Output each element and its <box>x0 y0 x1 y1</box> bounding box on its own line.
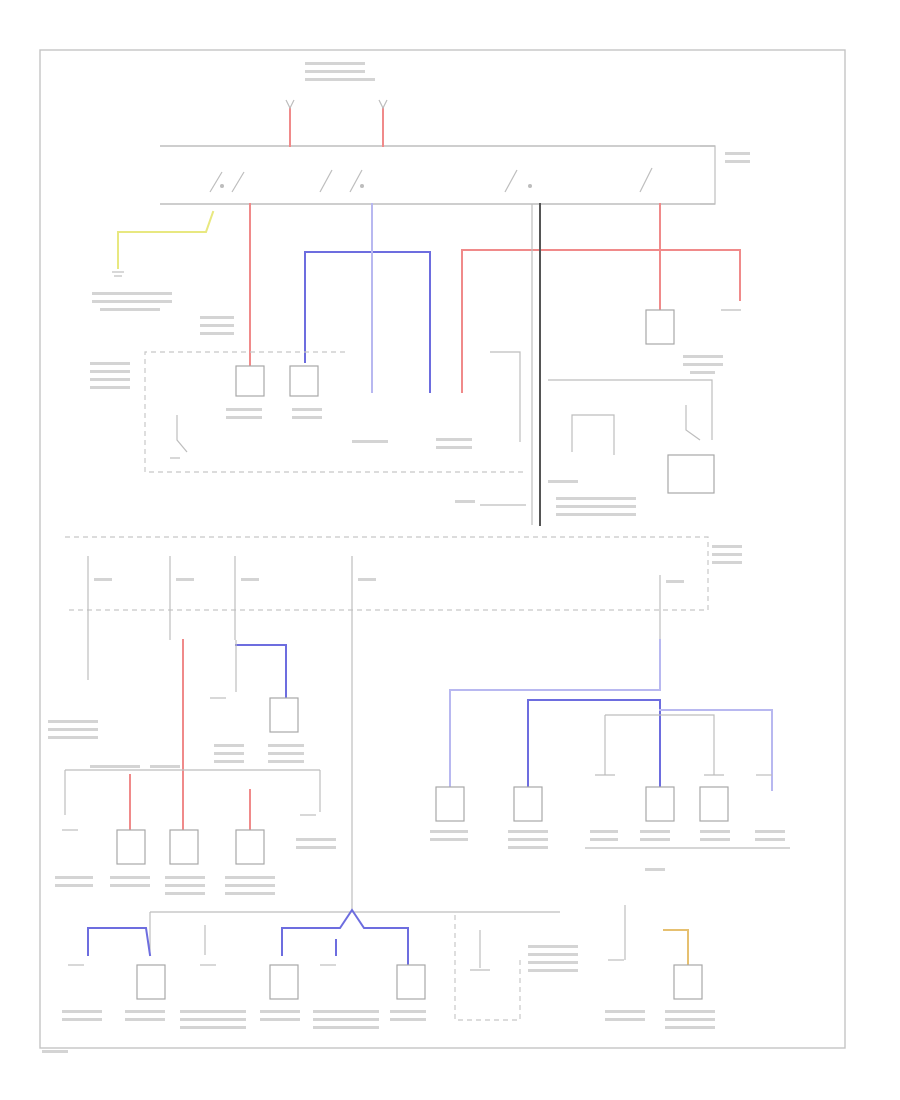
ignition-switch-block <box>160 99 716 205</box>
relay-box-1 <box>235 365 265 397</box>
module-box-12 <box>136 964 166 1000</box>
blue-wire-lower-left <box>235 644 287 701</box>
module-box-15 <box>673 964 703 1000</box>
ground-symbols <box>62 309 772 971</box>
module-box-10 <box>645 786 675 822</box>
yellow-wire <box>117 210 215 269</box>
module-box-5 <box>116 829 146 865</box>
module-box-4 <box>269 697 299 733</box>
orange-wire <box>663 929 689 966</box>
module-box-7 <box>235 829 265 865</box>
module-box-13 <box>269 964 299 1000</box>
module-box-6 <box>169 829 199 865</box>
module-box-right <box>667 454 715 494</box>
blue-wire-bottom-mid <box>281 908 409 969</box>
module-box-14 <box>396 964 426 1000</box>
blue-wire-bottom-left <box>87 927 152 957</box>
unreadable-labels <box>42 62 785 1053</box>
red-wire-mid <box>461 249 741 393</box>
module-box-8 <box>435 786 465 822</box>
module-box-11 <box>699 786 729 822</box>
bottom-enclosure <box>454 915 521 1021</box>
module-enclosure <box>144 351 525 473</box>
relay-box-2 <box>289 365 319 397</box>
module-box-9 <box>513 786 543 822</box>
fuse-block <box>65 536 709 611</box>
relay-box-3 <box>645 309 675 345</box>
diagram-frame <box>39 49 846 1049</box>
